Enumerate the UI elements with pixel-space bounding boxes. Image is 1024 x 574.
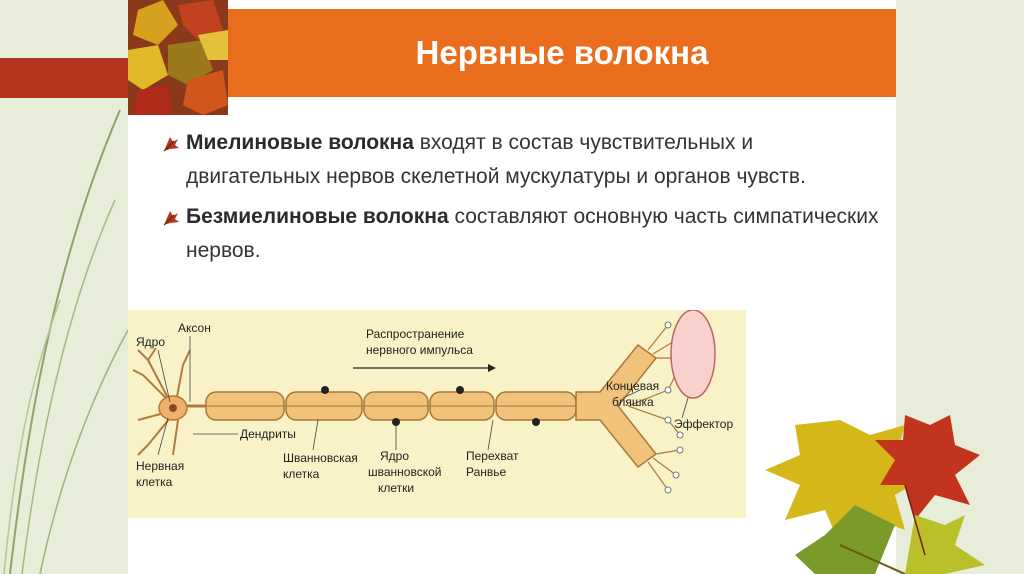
leaf-bullet-icon bbox=[163, 137, 179, 152]
autumn-leaves-decoration bbox=[765, 415, 985, 574]
nucleus-label: Ядро bbox=[136, 335, 165, 349]
bullet-list: Миелиновые волокна входят в состав чувст… bbox=[160, 126, 880, 274]
schwann-nucleus-label-line1: Ядро bbox=[380, 449, 409, 463]
decorative-grass-lines bbox=[3, 109, 129, 574]
bullet-item: Безмиелиновые волокна составляют основну… bbox=[160, 200, 880, 268]
slide-title: Нервные волокна bbox=[415, 34, 709, 71]
axon-terminals bbox=[627, 324, 681, 491]
effector-organ bbox=[670, 310, 716, 399]
axon-label: Аксон bbox=[178, 321, 211, 335]
schwann-cell-label-line1: Шванновская bbox=[283, 451, 358, 465]
title-bar: Нервные волокна bbox=[228, 9, 896, 97]
schwann-nucleus-label-line2: шванновской bbox=[368, 465, 441, 479]
schwann-nucleus-label-line3: клетки bbox=[378, 481, 414, 495]
nerve-fiber-illustration: Ядро Аксон Распространение нервного импу… bbox=[132, 310, 733, 495]
bullet-text: составляют основную часть симпатических … bbox=[186, 205, 879, 262]
nerve-cell-label-line2: клетка bbox=[136, 475, 173, 489]
schwann-cell-label-line2: клетка bbox=[283, 467, 320, 481]
autumn-leaves-image bbox=[128, 0, 228, 115]
accent-tab bbox=[0, 58, 142, 98]
end-plate-label-line2: бляшка bbox=[612, 395, 654, 409]
leaf-bullet-icon bbox=[163, 211, 179, 226]
end-plate-label-line1: Концевая bbox=[606, 379, 659, 393]
nerve-cell-label-line1: Нервная bbox=[136, 459, 184, 473]
bullet-bold-term: Миелиновые волокна bbox=[186, 131, 414, 154]
label-leader-lines bbox=[157, 336, 689, 456]
bullet-item: Миелиновые волокна входят в состав чувст… bbox=[160, 126, 880, 194]
dendrites-label: Дендриты bbox=[240, 427, 296, 441]
cell-nucleus bbox=[169, 404, 177, 412]
schwann-nuclei bbox=[321, 386, 540, 426]
bullet-bold-term: Безмиелиновые волокна bbox=[186, 205, 449, 228]
effector-label: Эффектор bbox=[674, 417, 733, 431]
bullet-text: входят в состав чувствительных и двигате… bbox=[186, 131, 806, 188]
ranvier-label-line2: Ранвье bbox=[466, 465, 507, 479]
propagation-label-line2: нервного импульса bbox=[366, 343, 473, 357]
left-side-panel bbox=[0, 0, 142, 574]
ranvier-label-line1: Перехват bbox=[466, 449, 519, 463]
propagation-label-line1: Распространение bbox=[366, 327, 465, 341]
nerve-fiber-diagram: Ядро Аксон Распространение нервного импу… bbox=[128, 310, 746, 518]
